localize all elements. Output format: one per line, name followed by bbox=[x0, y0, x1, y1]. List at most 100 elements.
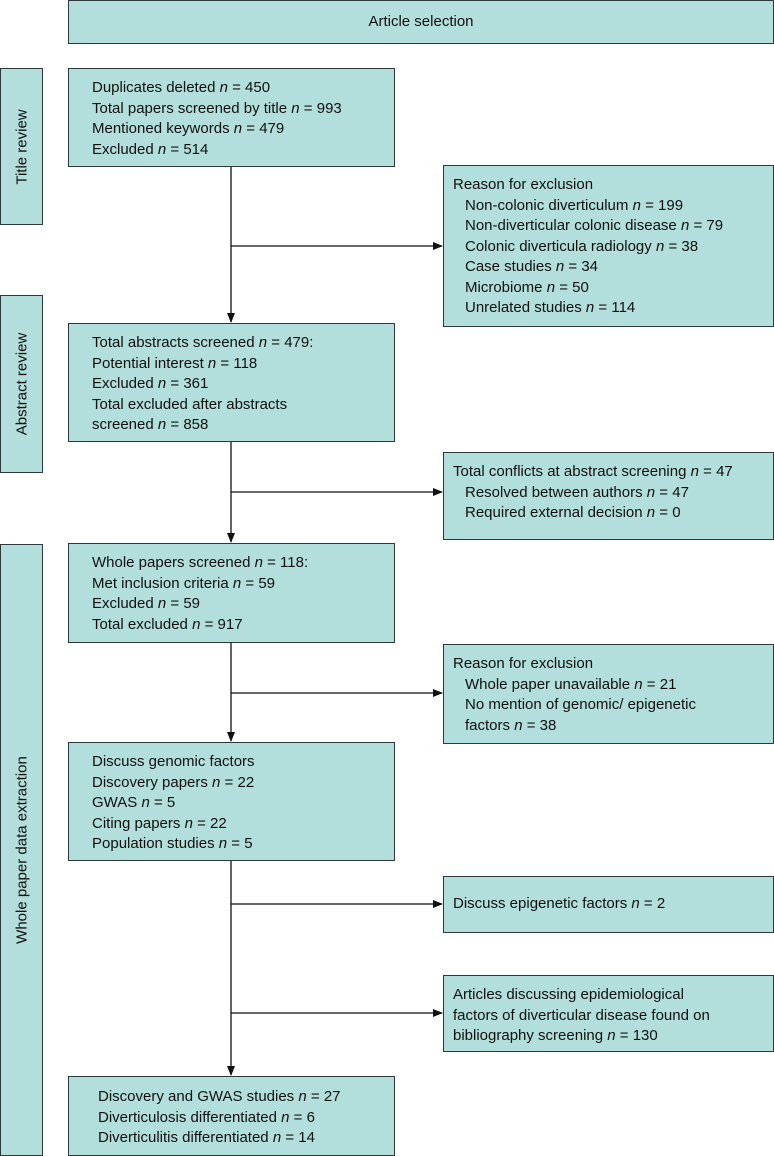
box-line: Discovery and GWAS studies n = 27 bbox=[98, 1087, 394, 1108]
equals-sign: = bbox=[227, 79, 246, 96]
line-suffix: : bbox=[303, 554, 309, 571]
epigenetic-factors-box: Discuss epigenetic factors n = 2 bbox=[443, 876, 774, 933]
line-label: Total excluded after abstracts bbox=[92, 395, 288, 413]
box-line: Case studies n = 34 bbox=[453, 257, 773, 278]
stage-title-review-label: Title review bbox=[13, 108, 30, 185]
count-value: 361 bbox=[183, 375, 209, 392]
count-value: 114 bbox=[611, 299, 636, 316]
count-value: 5 bbox=[166, 794, 176, 811]
count-value: 0 bbox=[672, 504, 681, 521]
box-heading: Reason for exclusion bbox=[453, 176, 594, 193]
line-label: Total papers screened by title bbox=[92, 99, 292, 117]
line-label: Microbiome bbox=[465, 278, 547, 296]
box-line: Excluded n = 361 bbox=[92, 374, 394, 395]
equals-sign: = bbox=[166, 375, 184, 392]
equals-sign: = bbox=[522, 716, 540, 734]
box-line: Required external decision n = 0 bbox=[453, 503, 773, 524]
n-symbol: n bbox=[207, 354, 217, 372]
count-value: 2 bbox=[656, 895, 666, 913]
line-label: Discovery and GWAS studies bbox=[98, 1088, 299, 1105]
n-symbol: n bbox=[258, 334, 268, 351]
box-line: Population studies n = 5 bbox=[92, 834, 394, 855]
count-value: 118 bbox=[280, 554, 304, 571]
box-line: Total excluded after abstracts bbox=[92, 395, 394, 416]
line-label: Diverticulitis differentiated bbox=[98, 1129, 273, 1146]
line-label: factors bbox=[465, 716, 515, 734]
equals-sign: = bbox=[200, 615, 218, 633]
article-selection-header: Article selection bbox=[68, 0, 774, 44]
n-symbol: n bbox=[157, 140, 167, 158]
count-value: 22 bbox=[237, 773, 255, 791]
equals-sign: = bbox=[149, 794, 167, 811]
line-label: Met inclusion criteria bbox=[92, 574, 233, 592]
box-line: Potential interest n = 118 bbox=[92, 354, 394, 375]
box-line: Met inclusion criteria n = 59 bbox=[92, 574, 394, 595]
count-value: 199 bbox=[658, 196, 684, 214]
line-label: Potential interest bbox=[92, 354, 208, 372]
line-label: Duplicates deleted bbox=[92, 79, 220, 96]
line-label: Total abstracts screened bbox=[92, 334, 259, 351]
n-symbol: n bbox=[157, 595, 167, 612]
box-content: Total conflicts at abstract screening n … bbox=[453, 462, 773, 524]
equals-sign: = bbox=[306, 1088, 324, 1105]
n-symbol: n bbox=[655, 237, 665, 255]
box-line: GWAS n = 5 bbox=[92, 793, 394, 814]
count-value: 6 bbox=[306, 1108, 315, 1126]
equals-sign: = bbox=[267, 334, 285, 351]
box-line: No mention of genomic/ epigenetic bbox=[453, 695, 773, 716]
n-symbol: n bbox=[233, 120, 243, 137]
box-line: screened n = 858 bbox=[92, 415, 394, 436]
count-value: 479 bbox=[284, 334, 310, 351]
n-symbol: n bbox=[632, 196, 641, 214]
box-line: Non-diverticular colonic disease n = 79 bbox=[453, 216, 773, 237]
equals-sign: = bbox=[216, 354, 234, 372]
n-symbol: n bbox=[141, 794, 150, 811]
box-line: Total papers screened by title n = 993 bbox=[92, 99, 394, 120]
equals-sign: = bbox=[166, 595, 184, 612]
n-symbol: n bbox=[157, 416, 167, 433]
line-label: Required external decision bbox=[465, 504, 647, 521]
line-label: Excluded bbox=[92, 140, 158, 158]
line-label: Discovery papers bbox=[92, 773, 213, 791]
count-value: 38 bbox=[681, 237, 699, 255]
n-symbol: n bbox=[680, 217, 690, 234]
box-heading: Total conflicts at abstract screening n … bbox=[453, 462, 773, 483]
count-value: 514 bbox=[183, 140, 209, 158]
equals-sign: = bbox=[655, 483, 673, 501]
n-symbol: n bbox=[298, 1088, 307, 1105]
header-title: Article selection bbox=[368, 12, 474, 30]
box-line: Whole papers screened n = 118: bbox=[92, 553, 394, 574]
count-value: 993 bbox=[316, 99, 342, 117]
count-value: 858 bbox=[183, 416, 209, 433]
equals-sign: = bbox=[698, 463, 717, 480]
n-symbol: n bbox=[232, 574, 242, 592]
line-label: Case studies bbox=[465, 258, 556, 275]
box-line: bibliography screening n = 130 bbox=[453, 1026, 773, 1047]
count-value: 59 bbox=[183, 595, 201, 612]
count-value: 50 bbox=[572, 278, 589, 296]
line-label: Discuss genomic factors bbox=[92, 753, 255, 770]
box-line: Excluded n = 514 bbox=[92, 140, 394, 161]
count-value: 21 bbox=[659, 675, 677, 693]
stage-whole-paper-label: Whole paper data extraction bbox=[13, 756, 30, 944]
box-line: Mentioned keywords n = 479 bbox=[92, 119, 394, 140]
whole-paper-screening-box: Whole papers screened n = 118:Met inclus… bbox=[68, 543, 395, 643]
count-value: 79 bbox=[706, 217, 724, 234]
count-value: 34 bbox=[581, 258, 599, 275]
equals-sign: = bbox=[220, 773, 238, 791]
box-line: Diverticulitis differentiated n = 14 bbox=[98, 1128, 394, 1149]
line-label: Population studies bbox=[92, 835, 219, 852]
box-line: Whole paper unavailable n = 21 bbox=[453, 675, 773, 696]
line-label: bibliography screening bbox=[453, 1027, 608, 1044]
n-symbol: n bbox=[218, 835, 228, 852]
box-line: Diverticulosis differentiated n = 6 bbox=[98, 1108, 394, 1129]
n-symbol: n bbox=[631, 895, 640, 913]
line-label: Articles discussing epidemiological bbox=[453, 986, 684, 1003]
line-label: Total excluded bbox=[92, 615, 193, 633]
